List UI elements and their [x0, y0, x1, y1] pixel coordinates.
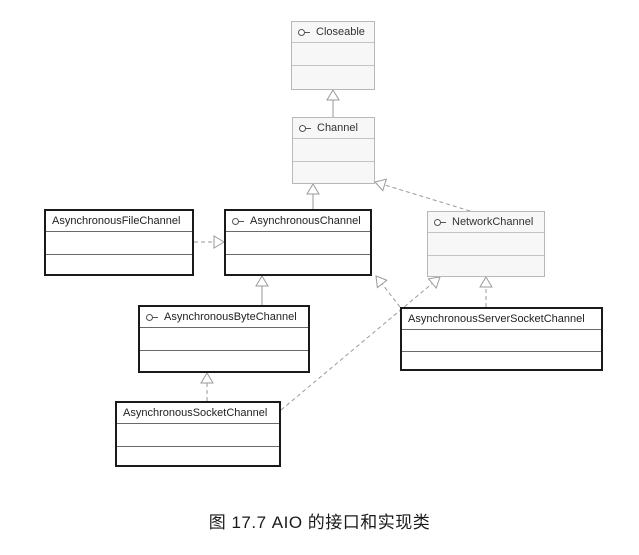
closeable-header: Closeable [292, 22, 374, 42]
network-channel-header: NetworkChannel [428, 212, 544, 232]
closeable-label: Closeable [316, 26, 365, 38]
network-channel-attributes-section [428, 232, 544, 255]
hollow-arrowhead-icon [306, 183, 320, 195]
lollipop-icon [298, 28, 310, 37]
network-channel-interface-box: NetworkChannel [427, 211, 545, 277]
asynchronous-file-channel-label: AsynchronousFileChannel [52, 215, 181, 227]
asynchronous-file-channel-class-box: AsynchronousFileChannel [44, 209, 194, 276]
asynchronous-file-channel-methods-section [46, 254, 192, 255]
asynchronous-server-socket-channel-attributes-section [402, 329, 601, 351]
asynchronous-server-socket-channel-methods-section [402, 351, 601, 352]
uml-class-diagram [194, 89, 493, 411]
hollow-arrowhead-icon [374, 178, 388, 192]
asynchronous-socket-channel-label: AsynchronousSocketChannel [123, 407, 268, 419]
lollipop-icon [434, 218, 446, 227]
asynchronous-channel-header: AsynchronousChannel [226, 211, 370, 231]
closeable-methods-section [292, 65, 374, 66]
asynchronous-byte-channel-interface-box: AsynchronousByteChannel [138, 305, 310, 373]
lollipop-icon [232, 217, 244, 226]
async-socket-to-network-channel-connector [280, 283, 433, 411]
asynchronous-socket-channel-header: AsynchronousSocketChannel [117, 403, 279, 423]
asynchronous-file-channel-attributes-section [46, 231, 192, 254]
hollow-arrowhead-icon [427, 276, 441, 290]
asynchronous-file-channel-header: AsynchronousFileChannel [46, 211, 192, 231]
asynchronous-byte-channel-methods-section [140, 350, 308, 351]
asynchronous-channel-interface-box: AsynchronousChannel [224, 209, 372, 276]
channel-label: Channel [317, 122, 358, 134]
closeable-interface-box: Closeable [291, 21, 375, 90]
channel-header: Channel [293, 118, 374, 138]
asynchronous-channel-label: AsynchronousChannel [250, 215, 361, 227]
network-channel-methods-section [428, 255, 544, 256]
channel-methods-section [293, 161, 374, 162]
lollipop-icon [299, 124, 311, 133]
hollow-arrowhead-icon [200, 372, 214, 384]
asynchronous-socket-channel-class-box: AsynchronousSocketChannel [115, 401, 281, 467]
figure-caption: 图 17.7 AIO 的接口和实现类 [208, 513, 431, 532]
hollow-arrowhead-icon [375, 275, 388, 289]
async-server-socket-to-async-channel-connector [381, 283, 401, 308]
asynchronous-server-socket-channel-label: AsynchronousServerSocketChannel [408, 313, 585, 325]
lollipop-icon [146, 313, 158, 322]
network-channel-to-channel-connector [384, 184, 471, 212]
channel-attributes-section [293, 138, 374, 161]
asynchronous-server-socket-channel-header: AsynchronousServerSocketChannel [402, 309, 601, 329]
asynchronous-byte-channel-attributes-section [140, 327, 308, 350]
closeable-attributes-section [292, 42, 374, 65]
network-channel-label: NetworkChannel [452, 216, 534, 228]
asynchronous-socket-channel-methods-section [117, 446, 279, 447]
asynchronous-byte-channel-header: AsynchronousByteChannel [140, 307, 308, 327]
asynchronous-channel-methods-section [226, 254, 370, 255]
hollow-arrowhead-icon [326, 89, 340, 101]
channel-interface-box: Channel [292, 117, 375, 184]
asynchronous-server-socket-channel-class-box: AsynchronousServerSocketChannel [400, 307, 603, 371]
hollow-arrowhead-icon [213, 235, 225, 249]
asynchronous-byte-channel-label: AsynchronousByteChannel [164, 311, 297, 323]
asynchronous-socket-channel-attributes-section [117, 423, 279, 446]
hollow-arrowhead-icon [479, 276, 493, 288]
hollow-arrowhead-icon [255, 275, 269, 287]
asynchronous-channel-attributes-section [226, 231, 370, 254]
